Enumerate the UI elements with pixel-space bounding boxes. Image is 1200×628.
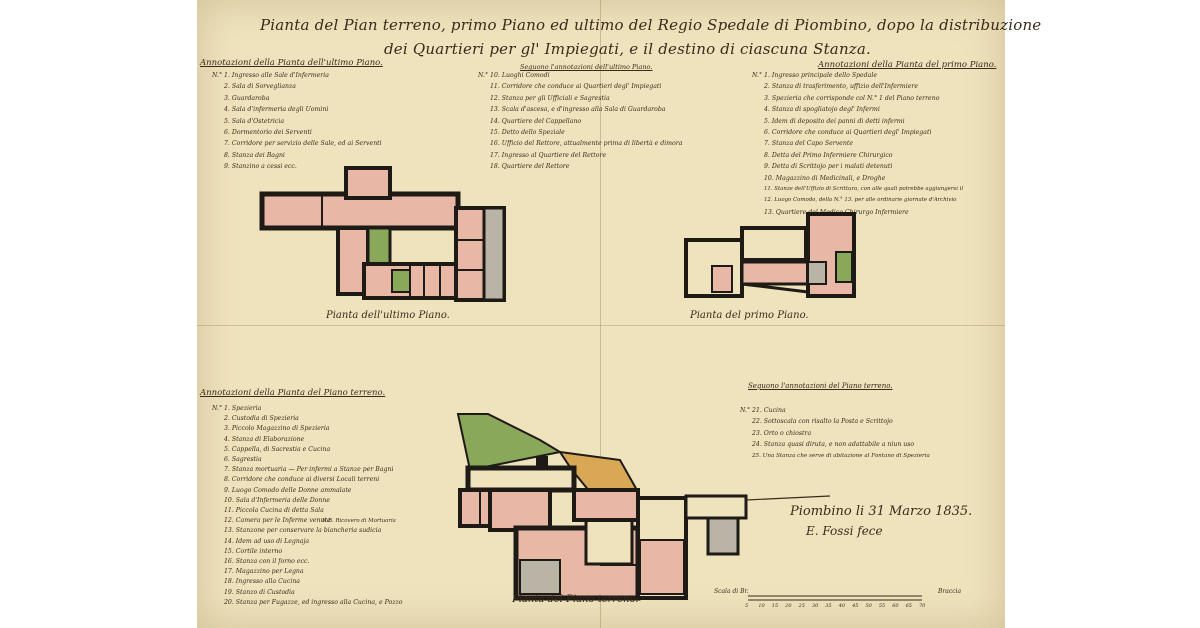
caption-primo-piano: Pianta del primo Piano. [690,310,809,321]
seguono-terreno-header: Seguono l'annotazioni del Piano terreno. [748,382,893,390]
list-item: 12. Stanza per gli Ufficiali e Sagrestia [490,94,610,102]
list-item: 4. Stanza di Elaborazione [224,435,305,443]
list-item: N.° 1. Ingresso principale dello Spedale [752,72,877,79]
list-item: N.° 21. Cucina [740,407,786,414]
piano-terreno-list: N.° 1. Spezieria 2. Custodia di Spezieri… [212,404,402,608]
list-item: 25. Una Stanza che serve di abitazione a… [752,452,930,459]
list-item: 7. Corridore per servizio delle Sale, ed… [224,140,382,148]
list-item: 3. Guardaroba [224,94,270,102]
signature-place-date: Piombino li 31 Marzo 1835. [790,504,973,519]
scale-tick-label: 10 [758,603,765,609]
title-line-1: Pianta del Pian terreno, primo Piano ed … [260,16,1042,34]
list-item: 5. Cappella, di Sacrestia e Cucina [224,445,331,453]
ultimo-piano-header: Annotazioni della Pianta dell'ultimo Pia… [200,58,383,68]
title-line-2: dei Quartieri per gl' Impiegati, e il de… [384,40,872,58]
list-item: 9. Stanzino a cessi ecc. [224,163,297,171]
seguono-ultimo-list: N.° 10. Luoghi Comodi 11. Corridore che … [478,70,682,173]
primo-piano-header: Annotazioni della Pianta del primo Piano… [818,60,997,70]
list-item: 14. Quartiere del Cappellano [490,117,582,125]
piano-terreno-header: Annotazioni della Pianta del Piano terre… [200,388,386,398]
list-item: N.° 10. Luoghi Comodi [478,72,550,79]
list-item: 8. Corridore che conduce ai diversi Loca… [224,476,380,484]
list-item: 4. Sala d'infermeria degli Uomini [224,106,329,114]
ultimo-piano-list: N.° 1. Ingresso alle Sale d'Infermeria 2… [212,70,382,173]
plan-piano-terreno [456,413,748,601]
scale-tick-label: 65 [905,603,912,609]
list-item: 4. Stanza di spogliatojo degl' Infermi [764,106,880,114]
list-item: N.° 1. Spezieria [212,405,262,412]
list-item: 2. Sala di Sorveglianza [224,83,296,91]
scale-tick-label: 20 [785,603,792,609]
scale-tick-label: 60 [892,603,899,609]
list-item: 9. Luogo Comodo delle Donne ammalate [224,486,352,494]
list-item: 3. Piccolo Magazzino di Spezieria [224,425,330,433]
list-item: 22. Sottoscala con risalto la Posta e Sc… [752,418,893,426]
scale-label: Scala di Br. [714,588,749,595]
list-item: 11. Corridore che conduce ai Quartieri d… [490,83,662,91]
scale-tick-label: 45 [852,603,859,609]
list-item: 2. Stanza di trasferimento, uffizio dell… [764,83,918,91]
list-item: 11. Stanze dell'Uffizio di Scrittura, co… [764,186,964,193]
list-item: 16. Stanza con il forno ecc. [224,558,310,566]
caption-ultimo-piano: Pianta dell'ultimo Piano. [326,310,450,321]
plan-ultimo-piano [259,166,506,302]
list-item: 18. Ingresso alla Cucina [224,578,300,586]
list-item: 3. Spezieria che corrisponde col N.° 1 d… [764,94,940,102]
scale-tick-label: 50 [865,603,872,609]
scale-tick-label: 5 [745,603,749,609]
plan-primo-piano [684,212,856,298]
fold-line-vertical [600,0,601,628]
list-item: 18. Quartiere del Rettore [490,163,570,171]
list-item: 15. Detto dello Speziale [490,129,565,137]
list-item: 7. Stanza del Capo Servente [764,140,853,148]
signature-flourish [745,495,831,501]
list-item: 20. Stanza per Fugazze, ed ingresso alla… [224,598,403,606]
caption-piano-terreno: Pianta del Piano terreno. [512,594,639,605]
scale-tick-label: 15 [771,603,779,609]
seguono-ultimo-header: Seguono l'annotazioni dell'ultimo Piano. [520,63,653,71]
fold-line-horizontal [197,325,1005,326]
list-item: 6. Sagrestia [224,456,262,464]
scale-tick-label: 30 [811,603,819,609]
list-item: N.° 1. Ingresso alle Sale d'Infermeria [212,72,329,79]
list-item: 2. Custodia di Spezieria [224,415,299,423]
list-item: 13. Stanzone per conservare la biancheri… [224,527,382,535]
list-item: 13. Scala d'ascesa, e d'ingresso alla Sa… [490,106,666,114]
list-item: 9. Detta di Scrittojo per i malati deten… [764,163,893,171]
list-item: 10. Sala d'Infermeria delle Donne [224,496,331,504]
list-item: 8. Detta del Primo Infermiere Chirurgico [764,151,893,159]
list-item: 17. Ingresso al Quartiere del Rettore [490,151,607,159]
list-item: 19. Stanzo di Custodia [224,588,295,596]
list-item: 6. Corridore che conduce ai Quartieri de… [764,129,932,137]
list-item: 14. Idem ad uso di Legnaja [224,537,310,545]
list-item: 16. Ufficio del Rettore, attualmente pri… [490,140,683,148]
scale-tick-label: 25 [798,603,805,609]
piano-terreno-note: N.B. Ricovero di Mortuaria [322,518,396,524]
signature-name: E. Fossi fece [806,524,883,538]
scale-unit: Braccia [938,588,962,595]
list-item: 17. Magazzino per Legna [224,568,304,576]
list-item: 7. Stanza mortuaria — Per infermi a Stan… [224,466,394,474]
list-item: 8. Stanza dei Bagni [224,151,285,159]
list-item: 15. Cortile interno [224,547,283,555]
list-item: 12. Luogo Comodo, della N.° 13. per alle… [764,197,957,204]
scale-tick-label: 70 [919,603,926,609]
list-item: 12. Camera per le Inferme venute [224,517,331,525]
list-item: 24. Stanza quasi diruta, e non adattabil… [752,441,915,449]
scale-bar [748,595,922,601]
scale-tick-label: 55 [878,603,886,609]
list-item: 11. Piccola Cucina di detta Sala [224,507,324,515]
seguono-terreno-list: N.° 21. Cucina 22. Sottoscala con risalt… [740,405,930,462]
list-item: 5. Sala d'Ostetricia [224,117,285,125]
list-item: 23. Orto o chiostra [752,429,812,437]
list-item: 10. Magazzino di Medicinali, e Droghe [764,174,886,182]
scale-tick-label: 40 [838,603,846,609]
scale-tick-label: 35 [825,603,832,609]
list-item: 6. Dormentorio dei Serventi [224,129,312,137]
list-item: 5. Idem di deposito dei panni di detti i… [764,117,905,125]
